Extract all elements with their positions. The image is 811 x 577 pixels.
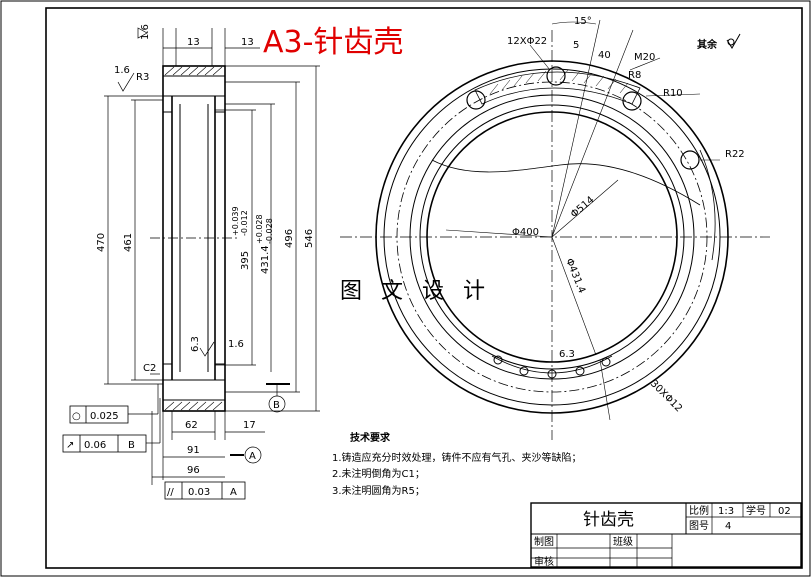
tol-431-upper: +0.028	[255, 214, 264, 244]
frame-datum: B	[128, 440, 135, 451]
dim-91: 91	[187, 445, 200, 456]
tech-requirements: 技术要求 1.铸造应充分时效处理，铸件不应有气孔、夹沙等缺陷； 2.未注明倒角为…	[332, 431, 582, 497]
title-block-labels: 针齿壳 比例 1:3 学号 02 图号 4 制图 审核 班级	[534, 504, 791, 568]
frame-value: 0.06	[84, 440, 106, 451]
drawing-no-value: 4	[725, 521, 731, 532]
reviewer-label: 审核	[534, 555, 554, 568]
left-view-labels: 13 13 1.6 1.6 R3 470 461 395 +0.039 -0.0…	[96, 24, 315, 476]
student-no-label: 学号	[746, 504, 766, 517]
roughness-symbol	[726, 33, 741, 49]
title-block	[530, 502, 802, 568]
frame-datum: A	[230, 487, 237, 498]
radius-r22: R22	[725, 149, 745, 160]
tech-item-3: 3.未注明圆角为R5；	[332, 484, 425, 497]
tol-395-lower: -0.012	[240, 210, 249, 236]
holes-30x12: 30XΦ12	[648, 378, 684, 414]
dim-496: 496	[284, 229, 295, 248]
dim-461: 461	[123, 233, 134, 252]
dim-62: 62	[185, 420, 198, 431]
thread-m20: M20	[634, 52, 655, 63]
scale-label: 比例	[689, 504, 709, 517]
front-view	[340, 19, 770, 440]
angle-15: 15°	[574, 16, 592, 27]
front-view-labels: 12XΦ22 15° 5 40 M20 R8 R10 R22 Φ400 Φ514…	[507, 16, 745, 415]
tolerance-frame-roundness: ○ 0.025	[69, 405, 129, 424]
frame-value: 0.025	[90, 411, 119, 422]
dim-40: 40	[598, 50, 611, 61]
frame-symbol: ↗	[66, 440, 74, 451]
holes-12x22: 12XΦ22	[507, 36, 547, 47]
frame-symbol: ○	[72, 411, 81, 422]
tolerance-frame-parallel: // 0.03 A	[164, 481, 246, 500]
frame-value: 0.03	[188, 487, 210, 498]
tolerance-frame-runout: ↗ 0.06 B	[62, 434, 147, 453]
drawing-title: A3-针齿壳	[263, 25, 403, 60]
left-view	[150, 65, 240, 412]
dim-431-4: 431.4	[260, 245, 271, 274]
roughness-1-6-inner: 1.6	[228, 339, 244, 350]
dim-395: 395	[240, 251, 251, 270]
tol-395-upper: +0.039	[231, 206, 240, 236]
radius-r10: R10	[663, 88, 683, 99]
datum-a: A	[249, 451, 256, 462]
chamfer-c2: C2	[143, 363, 156, 374]
dia-514: Φ514	[569, 195, 597, 221]
tol-431-lower: -0.028	[265, 218, 274, 244]
dim-13-left: 13	[187, 37, 200, 48]
dim-5: 5	[573, 40, 579, 51]
dim-96: 96	[187, 465, 200, 476]
left-view-dimension-lines	[104, 27, 320, 485]
dim-13-right: 13	[241, 37, 254, 48]
class-label: 班级	[613, 536, 633, 548]
roughness-6-3: 6.3	[190, 336, 201, 352]
scale-value: 1:3	[718, 506, 734, 517]
frame-symbol: //	[167, 487, 174, 498]
roughness-1-6-top: 1.6	[140, 24, 151, 40]
radius-r3: R3	[136, 72, 149, 83]
drawing-no-label: 图号	[689, 520, 709, 532]
dim-17: 17	[243, 420, 256, 431]
surface-note-label: 其余	[697, 38, 718, 51]
datum-b: B	[273, 400, 280, 411]
student-no-value: 02	[778, 506, 791, 517]
inner-border	[45, 7, 803, 569]
tech-item-2: 2.未注明倒角为C1；	[332, 467, 425, 480]
tech-heading: 技术要求	[350, 431, 391, 444]
dia-400: Φ400	[512, 227, 539, 238]
radius-r8: R8	[628, 70, 641, 81]
watermark: 图 文 设 计	[340, 279, 491, 304]
dim-470: 470	[96, 233, 107, 252]
part-name: 针齿壳	[583, 510, 634, 530]
dim-546: 546	[304, 229, 315, 248]
roughness-6-3-front: 6.3	[559, 349, 575, 360]
tech-item-1: 1.铸造应充分时效处理，铸件不应有气孔、夹沙等缺陷；	[332, 451, 582, 464]
drafter-label: 制图	[534, 535, 554, 548]
roughness-1-6-left: 1.6	[114, 65, 130, 76]
